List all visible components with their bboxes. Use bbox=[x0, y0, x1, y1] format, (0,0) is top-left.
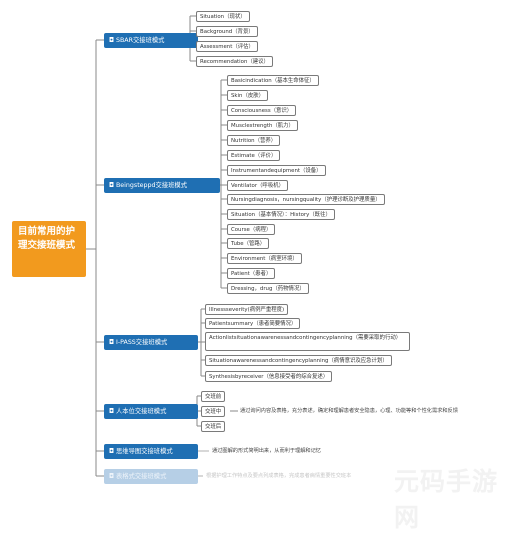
leaf-nursing-diagnosis: Nursingdiagnosis，nursingquality（护理诊断及护理质… bbox=[227, 194, 385, 205]
note-table: 根据护理工作特点及要点列成表格，完成患者病情重要性交班本 bbox=[206, 473, 352, 479]
leaf-course: Course（病程） bbox=[227, 224, 276, 235]
leaf-skin: Skin（皮肤） bbox=[227, 90, 269, 101]
branch-mind-map: ◘ 思维导图交接班模式 bbox=[104, 444, 198, 459]
leaf-sbar-situation: Situation（现状） bbox=[196, 11, 250, 22]
branch-ipass: ◘ I-PASS交接班模式 bbox=[104, 335, 198, 350]
leaf-action-list: Actionlistsituationawarenessandcontingen… bbox=[205, 332, 410, 351]
leaf-during-shift: 交班中 bbox=[201, 406, 226, 417]
mind-map: 目前常用的护理交接班模式 ◘ SBAR交接班模式 Situation（现状） B… bbox=[12, 11, 497, 532]
leaf-sbar-assessment: Assessment（评估） bbox=[196, 41, 258, 52]
leaf-situation-history: Situation（基本情况）：History（既往） bbox=[227, 209, 335, 220]
leaf-dressing-drug: Dressing，drug（药物情况） bbox=[227, 283, 309, 294]
note-mind-map: 通过图解的形式简明出来，从而利于理解和记忆 bbox=[212, 448, 321, 454]
leaf-ventilator: Ventilator（呼吸机） bbox=[227, 180, 288, 191]
leaf-before-shift: 交班前 bbox=[201, 391, 226, 402]
branch-patient-centered: ◘ 人本位交接班模式 bbox=[104, 404, 198, 419]
leaf-nutrition: Nutrition（营养） bbox=[227, 135, 281, 146]
connector-lines bbox=[86, 15, 238, 477]
branch-beingsteppd-label: Beingsteppd交接班模式 bbox=[115, 182, 188, 189]
branch-table: ◘ 表格式交接班模式 bbox=[104, 469, 198, 484]
leaf-tube: Tube（管路） bbox=[227, 238, 270, 249]
root-title: 目前常用的护理交接班模式 bbox=[18, 226, 76, 251]
branch-beingsteppd: ◘ Beingsteppd交接班模式 bbox=[104, 178, 220, 193]
branch-patient-centered-label: 人本位交接班模式 bbox=[115, 408, 167, 415]
leaf-illness-severity: Illnessseverity(病例严重程度) bbox=[205, 304, 289, 315]
leaf-environment: Environment（病室环境） bbox=[227, 253, 302, 264]
leaf-after-shift: 交班后 bbox=[201, 421, 226, 432]
branch-sbar: ◘ SBAR交接班模式 bbox=[104, 33, 198, 48]
leaf-situation-awareness: Situationawarenessandcontingencyplanning… bbox=[205, 355, 392, 366]
leaf-basic-indication: Basicindication（基本生命体征） bbox=[227, 75, 319, 86]
leaf-instrument: Instrumentandequipment（设备） bbox=[227, 165, 326, 176]
note-patient-centered: 通过询问内容及表格，充分表述，确定和理解患者安全隐患，心理、功能等和个性化需求和… bbox=[240, 408, 458, 414]
branch-sbar-label: SBAR交接班模式 bbox=[115, 37, 165, 44]
leaf-muscle-strength: Musclestrength（肌力） bbox=[227, 120, 298, 131]
branch-ipass-label: I-PASS交接班模式 bbox=[115, 339, 168, 346]
leaf-patient: Patient（患者） bbox=[227, 268, 276, 279]
leaf-estimate: Estimate（评价） bbox=[227, 150, 281, 161]
leaf-sbar-recommendation: Recommendation（建议） bbox=[196, 56, 273, 67]
leaf-synthesis-by-receiver: Synthesisbyreceiver（信息接受者的综合复述） bbox=[205, 371, 333, 382]
watermark-logo: 元码手游网 bbox=[394, 467, 499, 532]
leaf-patient-summary: Patientsummary（患者简要情况） bbox=[205, 318, 301, 329]
leaf-sbar-background: Background（背景） bbox=[196, 26, 258, 37]
branch-mind-map-label: 思维导图交接班模式 bbox=[115, 448, 173, 455]
branch-table-label: 表格式交接班模式 bbox=[115, 473, 167, 480]
root-node: 目前常用的护理交接班模式 bbox=[12, 221, 86, 277]
leaf-consciousness: Consciousness（意识） bbox=[227, 105, 297, 116]
